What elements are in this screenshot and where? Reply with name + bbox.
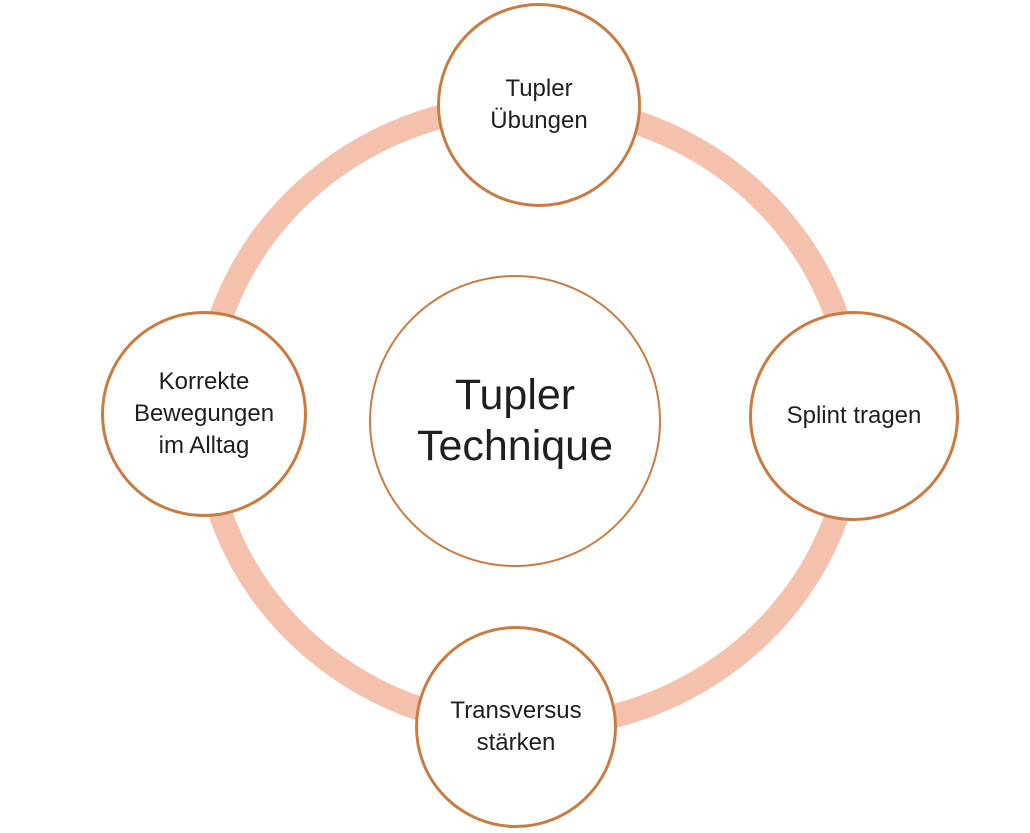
center-label-tupler-technique: Tupler Technique [416, 371, 614, 470]
node-circle-tupler-uebungen: Tupler Übungen [437, 3, 641, 207]
node-circle-korrekte-bewegungen: Korrekte Bewegungen im Alltag [101, 311, 307, 517]
node-circle-splint-tragen: Splint tragen [749, 311, 959, 521]
node-label-transversus-staerken: Transversus stärken [450, 697, 582, 756]
node-label-korrekte-bewegungen: Korrekte Bewegungen im Alltag [133, 368, 275, 459]
node-circle-transversus-staerken: Transversus stärken [415, 626, 617, 828]
node-label-splint-tragen: Splint tragen [786, 402, 922, 430]
node-label-tupler-uebungen: Tupler Übungen [490, 75, 588, 134]
center-circle-tupler-technique: Tupler Technique [369, 275, 661, 567]
